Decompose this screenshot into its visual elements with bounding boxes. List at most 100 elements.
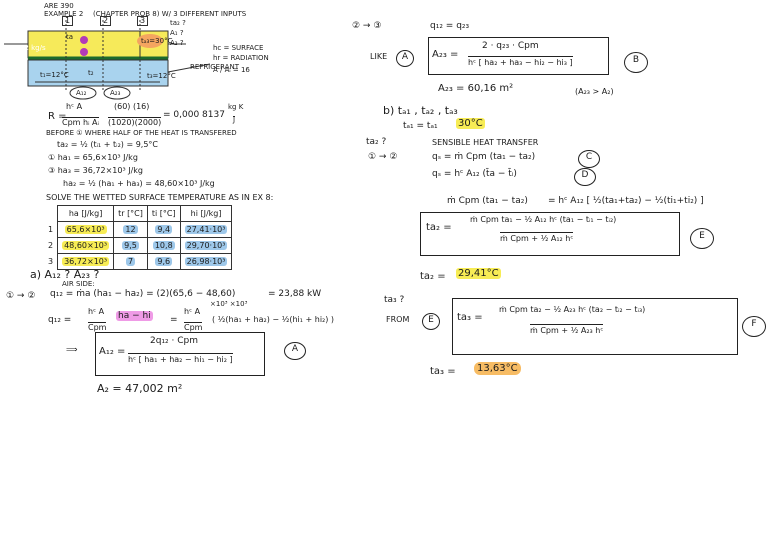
table-header: ti [°C] xyxy=(146,205,181,222)
like-label: LIKE xyxy=(370,52,388,61)
table-header-row: ha [J/kg] tr [°C] ti [°C] hi [J/kg] xyxy=(44,205,233,222)
table-cell: 12 xyxy=(113,221,148,238)
like-tag: A xyxy=(396,50,414,67)
q12b-lhs: q₁₂ = xyxy=(48,315,72,325)
node-1: 1 xyxy=(62,16,74,26)
area-note: (A₂₃ > A₂) xyxy=(575,87,614,96)
ta1-given: tₐ₁ = tₐ₁ xyxy=(403,121,438,131)
tag-f: F xyxy=(742,316,766,337)
r-unit-num: kg K xyxy=(228,103,244,111)
tag-a: A xyxy=(284,342,306,360)
hc-note: hc = SURFACE xyxy=(213,44,264,52)
box-a xyxy=(95,332,265,376)
arrow-to-box-a: ⟹ xyxy=(66,345,78,354)
q23-equality: q₁₂ = q₂₃ xyxy=(430,21,470,31)
ta3-result-lhs: ta₃ = xyxy=(430,366,456,377)
tag-c: C xyxy=(578,150,600,168)
part-a-question: a) A₁₂ ? A₂₃ ? xyxy=(30,268,100,281)
q12b-frac-num: hᶜ A xyxy=(88,307,105,316)
table-cell: 3 xyxy=(48,257,54,266)
part-b-question: b) tₐ₁ , tₐ₂ , tₐ₃ xyxy=(383,104,458,117)
ha1-value: ① ha₁ = 65,6×10³ J/kg xyxy=(48,153,138,162)
from-label: FROM xyxy=(386,315,410,324)
table-cell: 27,41·10³ xyxy=(179,221,233,238)
q12b-frac-den: Cpm xyxy=(88,322,107,332)
q12b-tail: ( ½(ha₁ + ha₂) − ½(hi₁ + hi₂) ) xyxy=(212,315,335,324)
answer-a23: A₂₃ = 60,16 m² xyxy=(438,83,514,94)
ta3-result-value: 13,63°C xyxy=(474,362,521,375)
box-e-den: ṁ Cpm + ½ A₁₂ hᶜ xyxy=(500,232,574,243)
table-row: 3 36,72×10³ 7 9,6 26,98·10³ xyxy=(44,253,233,270)
qs-eq-1: qₛ = ṁ Cpm (ta₁ − ta₂) xyxy=(432,152,536,162)
hr-note: hr = RADIATION xyxy=(213,54,269,62)
ta2-heading: ta₂ ? xyxy=(366,137,387,147)
example-note: (CHAPTER PROB 8) W/ 3 DIFFERENT INPUTS xyxy=(93,10,247,18)
inlet-flow-label: ṁa = 2 kg/s xyxy=(3,44,46,52)
combined-lhs: ṁ Cpm (ta₁ − ta₂) xyxy=(447,196,528,206)
table-cell: 36,72×10³ xyxy=(57,253,115,270)
ta3-heading: ta₃ ? xyxy=(384,295,405,305)
air-side-label: AIR SIDE: xyxy=(62,280,95,288)
box-f-den: ṁ Cpm + ½ A₂₃ hᶜ xyxy=(530,324,604,335)
ha2-value: ha₂ = ½ (ha₁ + ha₃) = 48,60×10³ J/kg xyxy=(63,179,215,188)
r-eq2-num: (60) (16) xyxy=(114,102,150,111)
step-1-2: ① → ② xyxy=(6,291,36,301)
box-b xyxy=(428,37,609,75)
q12-equation: q₁₂ = ṁa (ha₁ − ha₂) = (2)(65,6 − 48,60) xyxy=(50,289,236,299)
q12b-frac2-num: hᶜ A xyxy=(184,307,201,316)
node-2: 2 xyxy=(100,16,112,26)
q12-result: = 23,88 kW xyxy=(268,289,322,299)
box-a-lhs: A₁₂ = xyxy=(99,346,126,357)
ha3-value: ③ ha₃ = 36,72×10³ J/kg xyxy=(48,166,143,175)
table-header: hi [J/kg] xyxy=(179,205,233,222)
q12b-paren: ha − hi xyxy=(116,311,153,321)
table-cell: 48,60×10³ xyxy=(57,237,115,254)
box-f-num: ṁ Cpm ta₂ − ½ A₂₃ hᶜ (ta₂ − tᵢ₂ − tᵢ₃) xyxy=(499,305,646,314)
before-note: BEFORE ① WHERE HALF OF THE HEAT IS TRANS… xyxy=(46,129,237,137)
r-eq2-den: (1020)(2000) xyxy=(108,117,162,127)
table-row: 1 65,6×10³ 12 9,4 27,41·10³ xyxy=(44,221,233,238)
table-cell: 1 xyxy=(48,225,54,234)
surface-temp-table: ha [J/kg] tr [°C] ti [°C] hi [J/kg] 1 65… xyxy=(44,205,233,270)
area-a23-label: A₂₃ xyxy=(110,89,121,97)
table-cell: 7 xyxy=(113,253,148,270)
combined-rhs: = hᶜ A₁₂ [ ½(ta₁+ta₂) − ½(ti₁+ti₂) ] xyxy=(548,196,704,206)
box-b-num: 2 · q₂₃ · Cpm xyxy=(482,41,539,51)
q12b-eq: = xyxy=(170,315,178,325)
r-lhs: R = xyxy=(48,111,67,122)
r-frac1-num: hᶜ A xyxy=(66,102,83,111)
tc3-label: t₃=12°C xyxy=(147,72,176,80)
node-3: 3 xyxy=(137,16,149,26)
table-cell: 9,5 xyxy=(113,237,148,254)
area-ratio: A / Aᵢ = 16 xyxy=(213,66,250,74)
qs-eq-2: qₛ = hᶜ A₁₂ (t̄a − t̄ᵢ) xyxy=(432,169,517,179)
table-cell: 2 xyxy=(48,241,54,250)
example-title: EXAMPLE 2 xyxy=(44,10,84,18)
tc2-label: t₂ xyxy=(88,69,94,77)
table-row: 2 48,60×10³ 9,5 10,8 29,70·10³ xyxy=(44,237,233,254)
q12-units: ×10³ ×10³ xyxy=(210,300,248,308)
r-unit-den: J xyxy=(233,116,236,124)
r-frac1-den: Cpm hᵢ Aᵢ xyxy=(62,117,99,127)
box-b-lhs: A₂₃ = xyxy=(432,49,459,60)
box-f-lhs: ta₃ = xyxy=(457,312,483,323)
box-a-den: hᶜ [ ha₁ + ha₂ − hi₁ − hi₂ ] xyxy=(128,353,233,364)
ta2-result-value: 29,41°C xyxy=(456,268,501,279)
ta2-mid-eq: ta₂ = ½ (tᵢ₁ + tᵢ₂) = 9,5°C xyxy=(57,140,159,149)
solve-instruction: SOLVE THE WETTED SURFACE TEMPERATURE AS … xyxy=(46,193,274,202)
table-cell: 9,4 xyxy=(146,221,181,238)
table-header xyxy=(44,206,58,222)
table-cell: 65,6×10³ xyxy=(57,221,115,238)
step-2-3: ② → ③ xyxy=(352,21,382,31)
given-ta2: ta₂ ? xyxy=(170,19,186,27)
box-e-lhs: ta₂ = xyxy=(426,222,452,233)
ta2-result-lhs: ta₂ = xyxy=(420,271,446,282)
table-cell: 29,70·10³ xyxy=(179,237,233,254)
tc1-label: t₁=12°C xyxy=(40,71,69,79)
box-e-num: ṁ Cpm ta₁ − ½ A₁₂ hᶜ (ta₁ − tᵢ₁ − tᵢ₂) xyxy=(470,215,617,224)
from-tag: E xyxy=(422,313,440,330)
table-header: tr [°C] xyxy=(113,205,148,222)
tag-b: B xyxy=(624,52,648,73)
box-e xyxy=(420,212,680,256)
